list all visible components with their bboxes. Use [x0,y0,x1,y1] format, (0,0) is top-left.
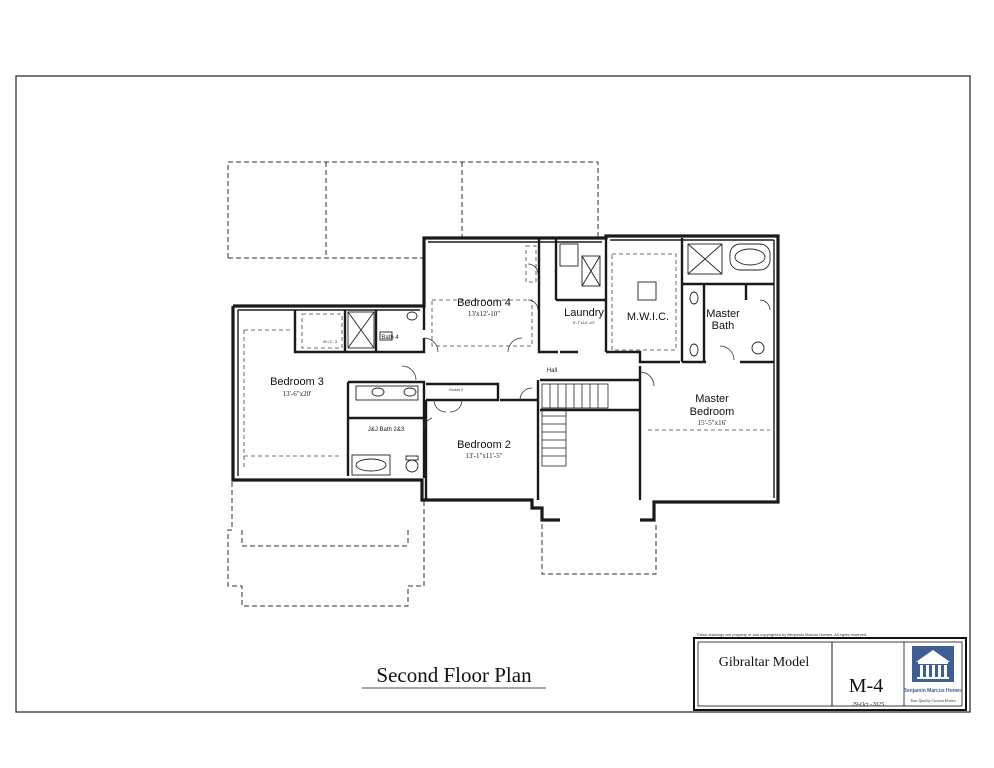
stair-treads [541,383,609,467]
sheet-date: 29-Oct.-2025 [852,702,884,708]
bedroom3-label: Bedroom 3 [270,376,324,388]
plan-title: Second Floor Plan [376,663,532,687]
bedroom4-label: Bedroom 4 [457,297,511,309]
bedroom4-dims: 13'x12'-10" [468,310,500,318]
sink-jj-2 [403,387,417,397]
wic-label: W.I.C. 3 [323,339,338,344]
bedroom3-dims: 13'-6"x20' [283,390,312,398]
shower-master [687,243,723,275]
island-mwic [637,281,657,301]
sink-bath4 [379,331,393,341]
master-bath-label-1: Master [706,308,740,320]
tub-jj [351,454,391,476]
ceiling-lines [243,245,770,470]
sheet-border [15,75,971,713]
sink-master-1 [689,291,699,305]
roof-outline-top [227,161,599,259]
mwic-label: M.W.I.C. [627,311,669,323]
interior-walls [293,238,774,500]
toilet-master [751,341,765,355]
exterior-walls [231,234,780,522]
tub-master [729,243,771,271]
door-swings [401,263,771,431]
sink-jj-1 [371,387,385,397]
shower-bath4 [347,311,375,349]
company-name: Benjamin Marcus Homes [903,688,963,694]
exterior-walls-inner [237,239,775,498]
bath4-label: Bath 4 [381,335,399,341]
jj-bath-label: J&J Bath 2&3 [368,427,405,433]
dryer [581,255,601,287]
company-tagline: Your Quality Custom Homes [910,698,956,703]
master-bedroom-dims: 15'-5"x16' [698,419,727,427]
closet-label: Closet 2 [449,387,464,392]
roof-outline-bottom [227,482,657,607]
model-name: Gibraltar Model [719,655,810,670]
fixtures [347,243,771,476]
company-logo-icon [912,646,954,682]
hall-label: Hall [547,368,557,374]
bedroom2-label: Bedroom 2 [457,439,511,451]
toilet-bath4 [406,311,418,321]
master-bath-label-2: Bath [712,320,735,332]
master-bedroom-label-2: Bedroom [690,406,735,418]
master-bedroom-label-1: Master [695,393,729,405]
laundry-dims: 5'-7"x12'-10" [573,320,596,325]
laundry-label: Laundry [564,307,604,319]
bedroom2-dims: 13'-1"x11'-5" [465,452,502,460]
sink-master-2 [689,343,699,357]
copyright-note: These drawings are property of and copyr… [696,632,867,637]
washer [559,243,579,267]
sheet-number: M-4 [849,675,883,697]
toilet-jj [405,459,419,473]
